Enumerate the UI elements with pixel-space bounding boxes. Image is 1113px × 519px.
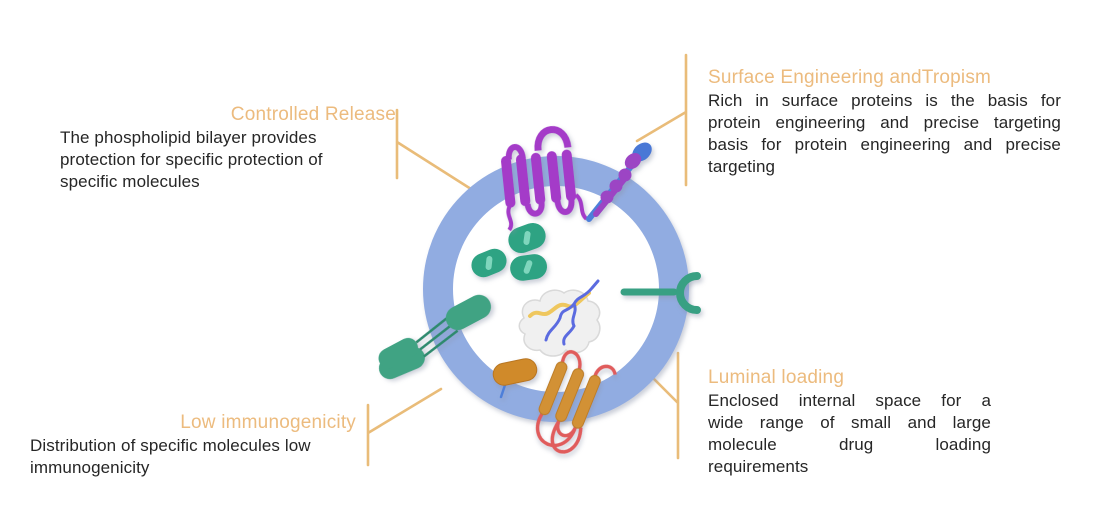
transmembrane-protein-icon <box>501 126 588 232</box>
callout-title: Luminal loading <box>708 367 845 388</box>
callout-body-line: targeting <box>708 157 776 176</box>
callout-body: Enclosed internal space for a wide range… <box>708 390 991 478</box>
callout-title: Controlled Release <box>230 104 396 125</box>
membrane-anchor-protein-icon <box>378 294 491 380</box>
callout-line-bottom-left <box>366 387 443 467</box>
callout-low-immunogenicity: Low immunogenicity Distribution of speci… <box>30 411 356 479</box>
y-receptor-icon <box>620 272 701 314</box>
callout-controlled-release: Controlled Release The phospholipid bila… <box>60 103 396 193</box>
callout-body-line: immunogenicity <box>30 458 150 477</box>
callout-body: Rich in surface proteins is the basis fo… <box>708 90 1061 178</box>
peripheral-protein-icon <box>492 358 538 399</box>
callout-title: Surface Engineering andTropism <box>708 67 992 88</box>
callout-line-top-right <box>635 53 688 187</box>
callout-body: The phospholipid bilayer provides protec… <box>60 127 396 193</box>
callout-line-top-left <box>395 108 484 198</box>
callout-body-line: The phospholipid bilayer provides <box>60 128 317 147</box>
callout-body-line: requirements <box>708 457 809 476</box>
callout-body-line: wide range of small and large <box>708 413 991 432</box>
callout-body-line: Enclosed internal space for a <box>708 391 991 410</box>
yellow-strand-icon <box>528 291 591 318</box>
cargo-molecule-icon <box>471 222 548 281</box>
callout-title: Low immunogenicity <box>180 412 356 433</box>
callout-body-line: specific molecules <box>60 172 200 191</box>
callout-body-line: molecule drug loading <box>708 435 991 454</box>
callout-body: Distribution of specific molecules low i… <box>30 435 356 479</box>
callout-body-line: Rich in surface proteins is the basis fo… <box>708 91 1061 110</box>
helix-bundle-protein-icon <box>535 350 617 454</box>
callout-body-line: protein engineering and precise targetin… <box>708 113 1061 132</box>
callout-body-line: basis for protein engineering and precis… <box>708 135 1061 154</box>
callout-surface-engineering: Surface Engineering andTropism Rich in s… <box>708 66 1061 178</box>
rna-protein-complex-icon <box>518 279 601 357</box>
callout-body-line: Distribution of specific molecules low <box>30 436 311 455</box>
blue-strand-icon <box>544 279 600 346</box>
surface-receptor-icon <box>586 142 652 222</box>
callout-body-line: protection for specific protection of <box>60 150 323 169</box>
callout-luminal-loading: Luminal loading Enclosed internal space … <box>708 366 991 478</box>
